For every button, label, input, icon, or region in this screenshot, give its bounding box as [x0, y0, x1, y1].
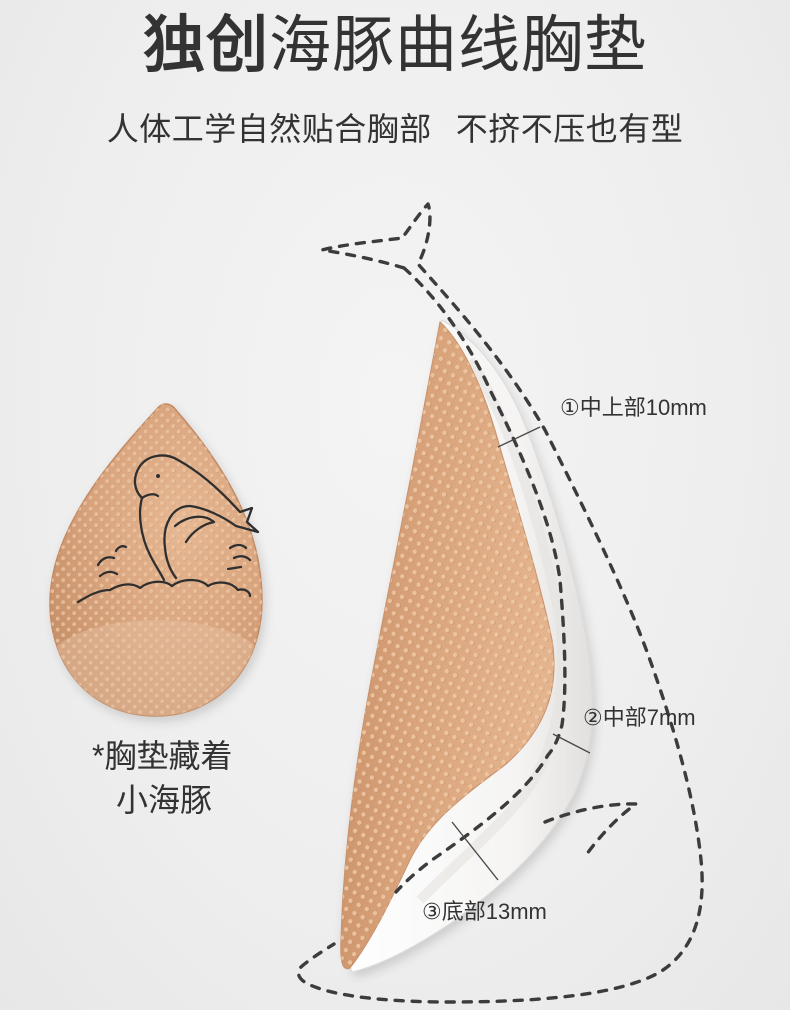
- dolphin-drawing: [76, 454, 260, 604]
- subtitle-left: 人体工学自然贴合胸部: [106, 111, 432, 147]
- callout-thickness: 10mm: [645, 395, 707, 420]
- callout-marker: ①: [560, 395, 580, 420]
- leader-line-middle: [552, 733, 591, 754]
- callout-zone: 中上部: [579, 395, 646, 420]
- page-title: 独创海豚曲线胸垫: [0, 10, 790, 82]
- pad-front-view: [49, 403, 263, 717]
- caption-line-1: *胸垫藏着: [92, 738, 233, 774]
- water-wave-line: [76, 578, 252, 604]
- dolphin-mouth-line: [140, 493, 160, 500]
- title-emphasis: 独创: [142, 11, 269, 80]
- splash-right: [226, 543, 252, 571]
- leader-line-bottom: [451, 821, 499, 881]
- pad-lining-inner-fold: [416, 357, 567, 904]
- pad-foam-perforation: [340, 322, 555, 969]
- callout-zone: 中部: [602, 705, 647, 730]
- callout-bottom: ③底部13mm: [422, 897, 547, 927]
- caption-line-2: 小海豚: [116, 782, 213, 818]
- dolphin-outline-back-and-tail: [296, 202, 704, 1004]
- dolphin-dashed-outline: [296, 202, 704, 1004]
- dolphin-eye: [156, 474, 160, 478]
- callout-thickness: 13mm: [485, 899, 547, 924]
- callout-zone: 底部: [441, 899, 486, 924]
- callout-thickness: 7mm: [646, 705, 696, 730]
- dolphin-flipper: [173, 515, 216, 544]
- subtitle-right: 不挤不压也有型: [455, 111, 684, 147]
- title-rest: 海豚曲线胸垫: [269, 11, 648, 80]
- page-subtitle: 人体工学自然贴合胸部不挤不压也有型: [0, 106, 790, 152]
- leader-line-upper: [497, 426, 541, 448]
- callout-middle: ②中部7mm: [583, 703, 696, 733]
- splash-left: [96, 545, 128, 578]
- callout-marker: ②: [583, 705, 603, 730]
- callout-marker: ③: [422, 899, 442, 924]
- dolphin-body-line: [133, 454, 260, 580]
- callout-upper-middle: ①中上部10mm: [560, 393, 707, 423]
- pad-cross-section: [340, 319, 593, 973]
- dolphin-outline-fin: [543, 802, 638, 860]
- dolphin-chest-line: [138, 496, 166, 582]
